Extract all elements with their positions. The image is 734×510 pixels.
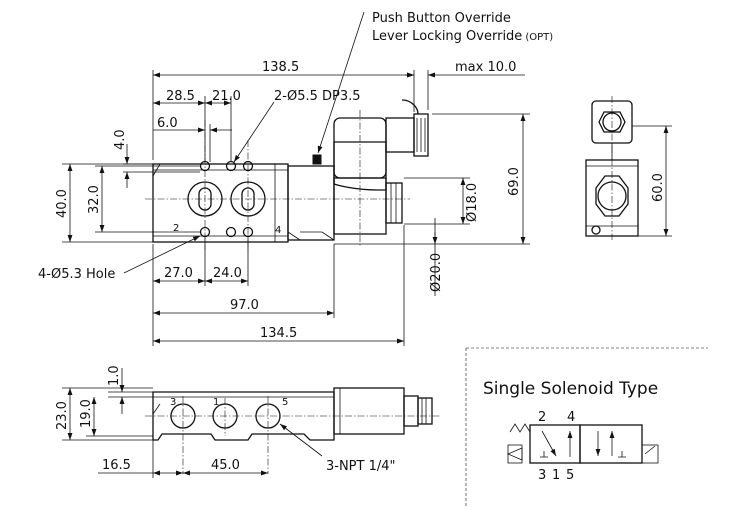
bottom-port-3: 3 [170,397,176,408]
dim-total-length: 134.5 [260,326,297,341]
callout-opt: (OPT) [525,32,553,43]
bottom-knob [417,397,433,425]
dim-coil-height: 69.0 [507,167,522,196]
dim-coil-dia: Ø18.0 [465,183,480,222]
valve-square-right [579,424,643,464]
port-label-4: 4 [275,225,281,236]
front-view: 2 4 [145,99,429,250]
dim-side-height: 60.0 [651,173,666,202]
side-hex-nut [595,175,629,217]
callout-push-button: Push Button Override [372,11,511,26]
symbol-title: Single Solenoid Type [483,379,658,399]
dim-hole-offset-b: 21.0 [212,89,241,104]
dim-height: 40.0 [55,189,70,218]
callout-lever-locking: Lever Locking Override(OPT) [372,29,553,44]
override-button [312,154,322,165]
dim-bottom-edge-offset: 16.5 [102,458,131,473]
dim-hole-x-a: 27.0 [164,266,193,281]
callout-mount-holes: 2-Ø5.5 DP3.5 [274,89,361,104]
side-knob [598,111,626,133]
connector [385,117,415,153]
bottom-view-dimensions: 1.0 23.0 19.0 16.5 45.0 [55,365,268,478]
dim-body-length: 97.0 [230,298,259,313]
bottom-port-5: 5 [282,397,288,408]
side-view: 60.0 [585,96,672,240]
dim-bottom-port-height: 19.0 [79,399,94,428]
port-label-2: 2 [173,223,179,234]
connector-knob [413,113,429,157]
symbol-port-1: 1 [552,468,560,483]
symbol-box: Single Solenoid Type 2 4 3 1 5 [465,347,708,506]
bottom-view: 3 1 5 [145,387,440,474]
solenoid-actuator [641,444,659,464]
dim-hole-x-b: 24.0 [213,266,242,281]
front-view-dimensions: 138.5 max 10.0 28.5 21.0 6.0 4.0 40.0 [55,60,530,346]
dim-bottom-height: 23.0 [55,401,70,430]
symbol-port-2: 2 [538,410,546,425]
symbol-port-5: 5 [566,468,574,483]
callout-body-holes: 4-Ø5.3 Hole [38,267,115,282]
dim-bottom-port-pitch: 45.0 [211,458,240,473]
dim-bottom-top-gap: 1.0 [107,365,122,386]
callouts: Push Button Override Lever Locking Overr… [38,11,553,474]
dim-overall-length: 138.5 [262,60,299,75]
dim-hole-spacing: 32.0 [87,185,102,214]
dim-hole-edge: 6.0 [157,116,178,131]
dim-nut-dia: Ø20.0 [429,253,444,292]
dim-top-gap: 4.0 [113,129,128,150]
spring-actuator [507,444,523,464]
valve-square-left [529,424,581,464]
dim-max-connector: max 10.0 [455,60,516,75]
bottom-port-1: 1 [213,397,219,408]
bottom-coil [333,387,405,435]
symbol-port-3: 3 [538,468,546,483]
bottom-connector [403,395,419,427]
lock-nut [385,182,403,224]
dim-hole-offset-a: 28.5 [166,89,195,104]
callout-npt-ports: 3-NPT 1/4" [326,459,396,474]
end-plate [287,165,335,241]
callout-lever-locking-text: Lever Locking Override [372,29,522,44]
symbol-port-4: 4 [567,410,575,425]
bottom-body [152,391,335,441]
